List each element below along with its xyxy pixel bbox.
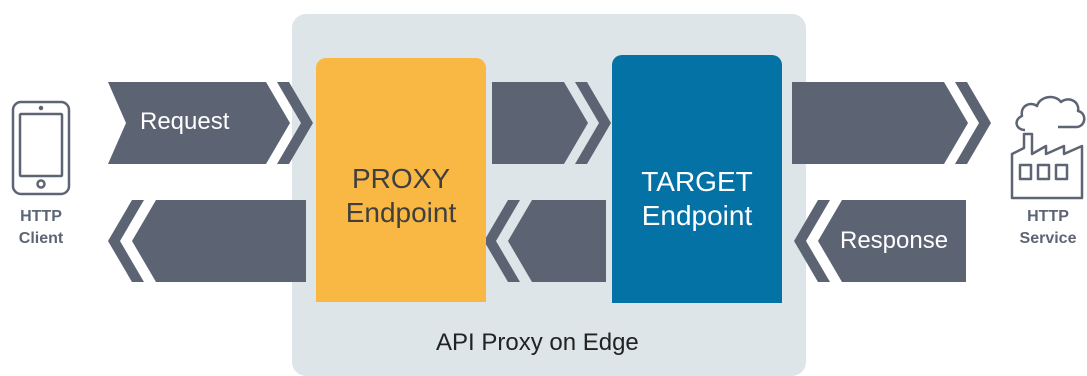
- http-client-label-line1: HTTP: [20, 208, 62, 225]
- http-service-label-line2: Service: [1019, 230, 1077, 247]
- target-to-proxy-arrow: [484, 200, 606, 282]
- request-arrow: [108, 82, 313, 164]
- http-client-label-line2: Client: [18, 230, 64, 247]
- http-client-label: HTTP Client: [0, 206, 86, 250]
- proxy-endpoint-box: PROXY Endpoint: [316, 58, 486, 302]
- tablet-icon: [11, 100, 71, 196]
- http-service-label-line1: HTTP: [1027, 208, 1069, 225]
- proxy-endpoint-title: PROXY: [351, 163, 451, 194]
- proxy-endpoint-subtitle: Endpoint: [345, 197, 457, 228]
- proxy-to-target-arrow: [492, 82, 611, 164]
- response-arrow: [794, 200, 966, 282]
- target-endpoint-title: TARGET: [641, 166, 753, 197]
- http-service-label: HTTP Service: [1003, 206, 1087, 250]
- proxy-to-client-arrow: [108, 200, 306, 282]
- response-label: Response: [840, 227, 949, 254]
- factory-cloud-icon: [1010, 95, 1086, 200]
- target-to-service-arrow: [792, 82, 991, 164]
- target-endpoint-subtitle: Endpoint: [641, 200, 753, 231]
- target-endpoint-box: TARGET Endpoint: [612, 55, 782, 303]
- request-label: Request: [140, 108, 230, 135]
- edge-caption: API Proxy on Edge: [436, 329, 639, 356]
